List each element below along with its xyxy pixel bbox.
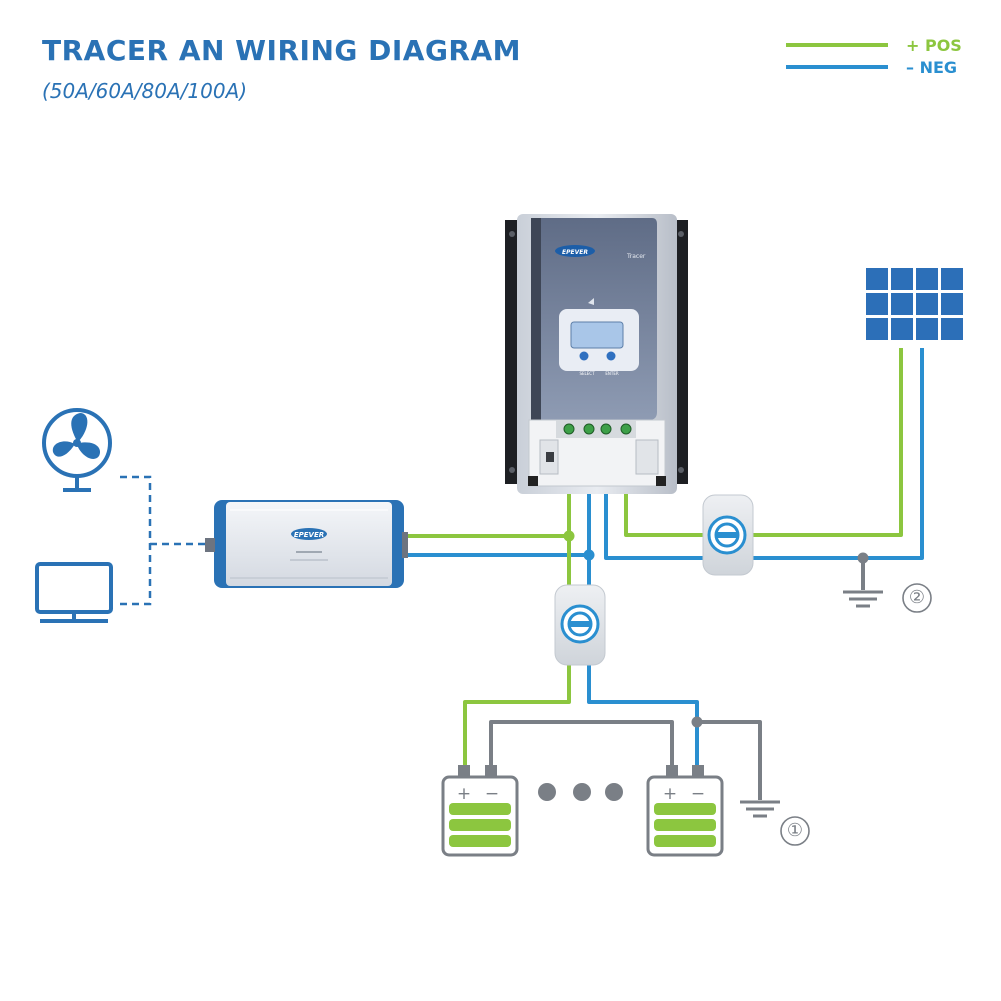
monitor-icon [35, 562, 113, 623]
battery-icon: + − [646, 765, 724, 857]
battery-minus-label: − [485, 784, 499, 804]
breaker-icon [702, 494, 754, 576]
battery-icon: + − [441, 765, 519, 857]
battery-plus-label: + [663, 784, 677, 804]
inverter-brand-label: EPEVER [294, 531, 324, 539]
pv-positive-wire [752, 348, 903, 537]
controller-model-label: Tracer [626, 253, 646, 260]
ground-marker-2: ② [903, 584, 931, 612]
legend-negative-label: – NEG [906, 58, 958, 77]
ground-marker-1: ① [781, 817, 809, 845]
diagram-subtitle: (50A/60A/80A/100A) [42, 79, 248, 103]
battery-ellipsis [538, 783, 623, 801]
fan-icon [42, 408, 112, 492]
load-connections [120, 475, 205, 606]
controller-icon: EPEVER Tracer SELECT ENTER [505, 214, 688, 494]
junctions [563, 530, 869, 728]
ground-marker-icons [780, 583, 932, 846]
ground-marker-1-label: ① [786, 820, 804, 841]
inverter-icon: EPEVER [205, 500, 408, 588]
legend-positive-label: + POS [906, 36, 962, 55]
pv-negative-wire [752, 348, 924, 560]
battery-series-link [489, 720, 674, 768]
controller-select-label: SELECT [579, 371, 595, 376]
battery-negative-wire [587, 662, 699, 768]
controller-brand-label: EPEVER [562, 249, 588, 256]
solar-panel-icon [864, 266, 964, 342]
ground-icon [843, 590, 883, 608]
diagram-title: TRACER AN WIRING DIAGRAM [42, 34, 522, 67]
battery-positive-wire [463, 662, 571, 768]
controller-enter-label: ENTER [605, 371, 618, 376]
ground-marker-2-label: ② [908, 587, 926, 608]
battery-plus-label: + [457, 784, 471, 804]
breaker-icon [554, 584, 606, 666]
legend [786, 43, 888, 69]
battery-minus-label: − [691, 784, 705, 804]
battery-ground-wire [697, 720, 762, 800]
ground-icon [740, 800, 780, 818]
